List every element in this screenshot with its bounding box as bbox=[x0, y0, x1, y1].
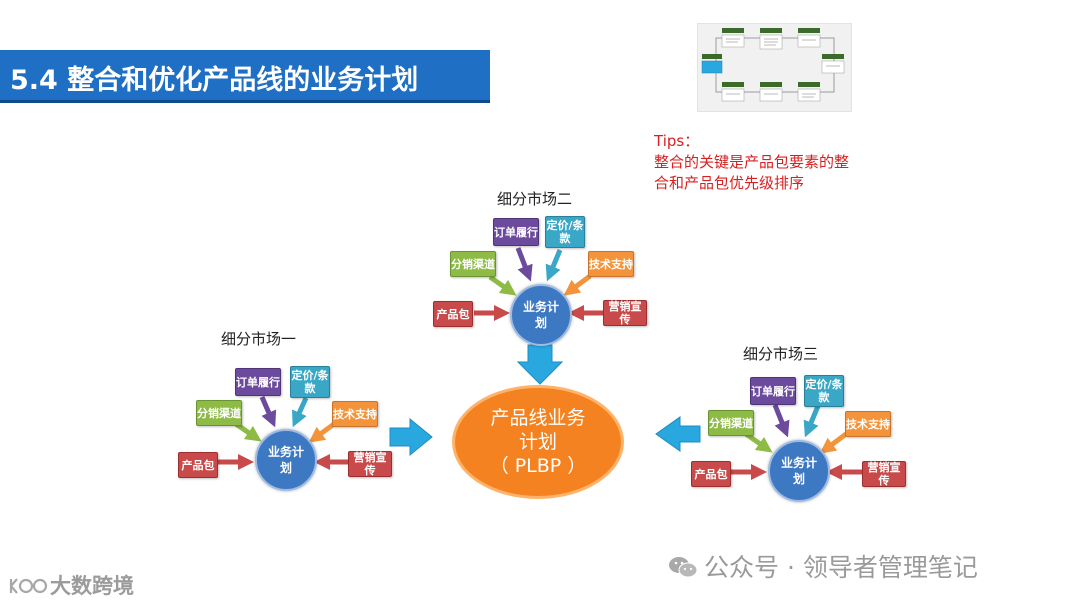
watermark-right: 公众号 · 领导者管理笔记 bbox=[668, 548, 978, 584]
arrow-order-to-plan-1 bbox=[259, 396, 277, 428]
arrow-tech-to-plan-2 bbox=[563, 274, 592, 296]
plbp-line-3: （ PLBP ） bbox=[489, 455, 587, 477]
segment-1-marketing: 营销宣传 bbox=[348, 451, 392, 477]
thumb-step-label bbox=[822, 54, 844, 59]
segment-3-product: 产品包 bbox=[691, 461, 731, 487]
thumb-step-label bbox=[702, 54, 722, 59]
tips-line-1: 整合的关键是产品包要素的整 bbox=[654, 153, 850, 171]
segment-2-marketing: 营销宣传 bbox=[603, 300, 647, 326]
segment-1-product: 产品包 bbox=[178, 452, 218, 478]
segment-3-title: 细分市场三 bbox=[743, 345, 819, 363]
tips-line-2: 合和产品包优先级排序 bbox=[654, 174, 805, 192]
arrow-channel-to-plan-3 bbox=[744, 431, 773, 453]
thumb-step-label bbox=[722, 82, 744, 87]
arrow-segment2-to-center bbox=[516, 344, 564, 385]
segment-2-order: 订单履行 bbox=[493, 218, 539, 246]
tips-label: Tips： bbox=[654, 132, 700, 150]
title-bar: 5.4 整合和优化产品线的业务计划 bbox=[0, 50, 490, 103]
segment-1-tech: 技术支持 bbox=[332, 401, 378, 427]
arrow-tech-to-plan-3 bbox=[819, 432, 848, 454]
arrow-pricing-to-plan-3 bbox=[803, 405, 821, 438]
segment-2-business-plan: 业务计划 bbox=[510, 284, 572, 346]
segment-1-channel: 分销渠道 bbox=[196, 400, 242, 426]
segment-3-business-plan: 业务计划 bbox=[768, 440, 830, 502]
segment-1-business-plan: 业务计划 bbox=[255, 429, 317, 491]
arrow-segment1-to-center bbox=[389, 417, 433, 457]
plbp-line-2: 计划 bbox=[518, 431, 557, 453]
segment-2-pricing: 定价/条款 bbox=[545, 216, 585, 248]
brand-logo-icon bbox=[8, 575, 50, 597]
segment-3-tech: 技术支持 bbox=[845, 411, 891, 437]
arrow-tech-to-plan-1 bbox=[308, 421, 336, 443]
segment-1-pricing: 定价/条款 bbox=[290, 366, 330, 398]
watermark-left: 大数跨境 bbox=[8, 570, 134, 600]
segment-2-title: 细分市场二 bbox=[497, 190, 573, 208]
segment-3-order: 订单履行 bbox=[750, 377, 796, 405]
segment-3-marketing: 营销宣传 bbox=[862, 461, 906, 487]
segment-3-channel: 分销渠道 bbox=[708, 410, 754, 436]
tips-note: Tips： 整合的关键是产品包要素的整 合和产品包优先级排序 bbox=[654, 131, 914, 194]
plbp-center: 产品线业务 计划 （ PLBP ） bbox=[452, 385, 624, 499]
segment-2-tech: 技术支持 bbox=[588, 251, 634, 277]
process-thumbnail-svg bbox=[701, 28, 845, 102]
wechat-icon bbox=[668, 555, 698, 579]
thumb-step-label bbox=[722, 28, 744, 33]
segment-2-channel: 分销渠道 bbox=[450, 251, 496, 277]
arrow-order-to-plan-3 bbox=[772, 404, 790, 438]
process-thumbnail bbox=[697, 23, 852, 112]
thumb-step-label bbox=[760, 28, 782, 33]
thumb-step-label bbox=[798, 82, 820, 87]
segment-1-title: 细分市场一 bbox=[221, 330, 297, 348]
arrow-pricing-to-plan-1 bbox=[292, 396, 309, 428]
watermark-right-text: 公众号 · 领导者管理笔记 bbox=[704, 553, 978, 582]
arrow-pricing-to-plan-2 bbox=[545, 249, 563, 282]
arrow-channel-to-plan-2 bbox=[488, 274, 517, 296]
segment-1-order: 订单履行 bbox=[235, 368, 281, 396]
plbp-line-1: 产品线业务 bbox=[490, 407, 586, 429]
segment-3-pricing: 定价/条款 bbox=[804, 375, 844, 407]
arrow-channel-to-plan-1 bbox=[234, 421, 262, 442]
arrow-order-to-plan-2 bbox=[515, 247, 533, 282]
page-title: 5.4 整合和优化产品线的业务计划 bbox=[10, 65, 419, 96]
arrow-segment3-to-center bbox=[655, 416, 701, 452]
segment-2-product: 产品包 bbox=[433, 301, 473, 327]
thumb-step-label bbox=[760, 82, 782, 87]
watermark-left-text: 大数跨境 bbox=[50, 574, 134, 598]
thumb-step-label bbox=[798, 28, 820, 33]
